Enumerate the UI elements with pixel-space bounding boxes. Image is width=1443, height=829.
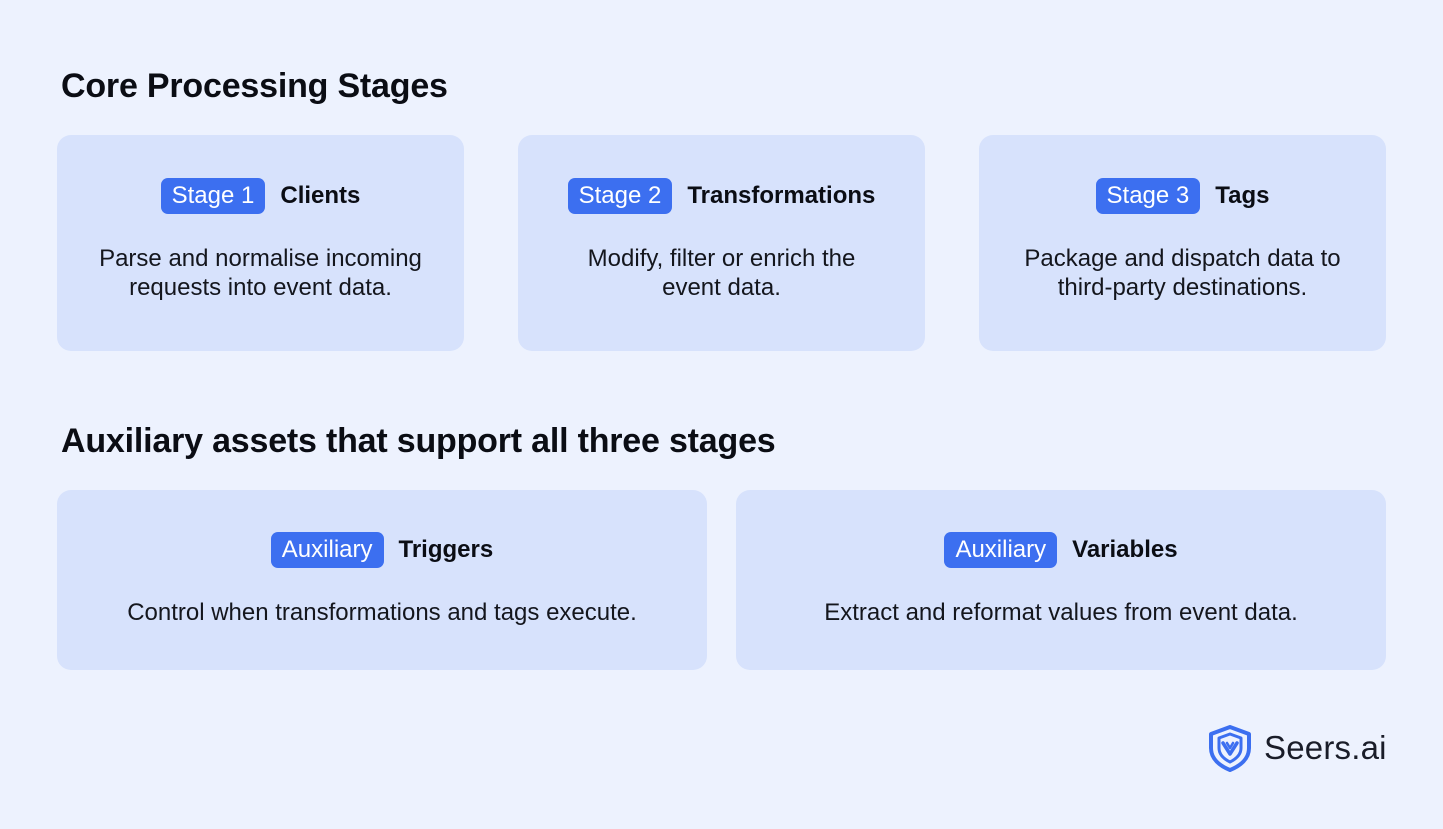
core-stages-heading: Core Processing Stages	[61, 67, 448, 105]
shield-logo-icon	[1209, 725, 1251, 772]
stage-description: Package and dispatch data to third-party…	[1024, 245, 1341, 301]
core-stages-row: Stage 1 Clients Parse and normalise inco…	[57, 135, 1386, 351]
auxiliary-description: Extract and reformat values from event d…	[824, 599, 1298, 626]
stage-description: Parse and normalise incoming requests in…	[99, 245, 422, 301]
stage-description: Modify, filter or enrich the event data.	[587, 245, 856, 301]
auxiliary-name: Variables	[1072, 536, 1178, 563]
auxiliary-name: Triggers	[398, 536, 494, 563]
stage-card-transformations: Stage 2 Transformations Modify, filter o…	[518, 135, 925, 351]
card-header: Auxiliary Triggers	[57, 532, 707, 568]
brand-name: Seers.ai	[1264, 729, 1387, 766]
stage-card-tags: Stage 3 Tags Package and dispatch data t…	[979, 135, 1386, 351]
stage-badge: Stage 2	[567, 178, 673, 214]
auxiliary-assets-row: Auxiliary Triggers Control when transfor…	[57, 490, 1386, 670]
stage-name: Clients	[280, 182, 361, 209]
stage-name: Transformations	[687, 182, 876, 209]
brand-logo: Seers.ai	[1206, 723, 1387, 773]
stage-badge: Stage 1	[160, 178, 266, 214]
stage-badge: Stage 3	[1095, 178, 1201, 214]
card-header: Stage 2 Transformations	[518, 178, 925, 214]
stage-card-clients: Stage 1 Clients Parse and normalise inco…	[57, 135, 464, 351]
card-header: Auxiliary Variables	[736, 532, 1386, 568]
auxiliary-assets-heading: Auxiliary assets that support all three …	[61, 422, 776, 460]
auxiliary-card-variables: Auxiliary Variables Extract and reformat…	[736, 490, 1386, 670]
card-header: Stage 3 Tags	[979, 178, 1386, 214]
auxiliary-badge: Auxiliary	[944, 532, 1058, 568]
auxiliary-badge: Auxiliary	[270, 532, 384, 568]
card-header: Stage 1 Clients	[57, 178, 464, 214]
auxiliary-card-triggers: Auxiliary Triggers Control when transfor…	[57, 490, 707, 670]
stage-name: Tags	[1215, 182, 1270, 209]
auxiliary-description: Control when transformations and tags ex…	[127, 599, 637, 626]
